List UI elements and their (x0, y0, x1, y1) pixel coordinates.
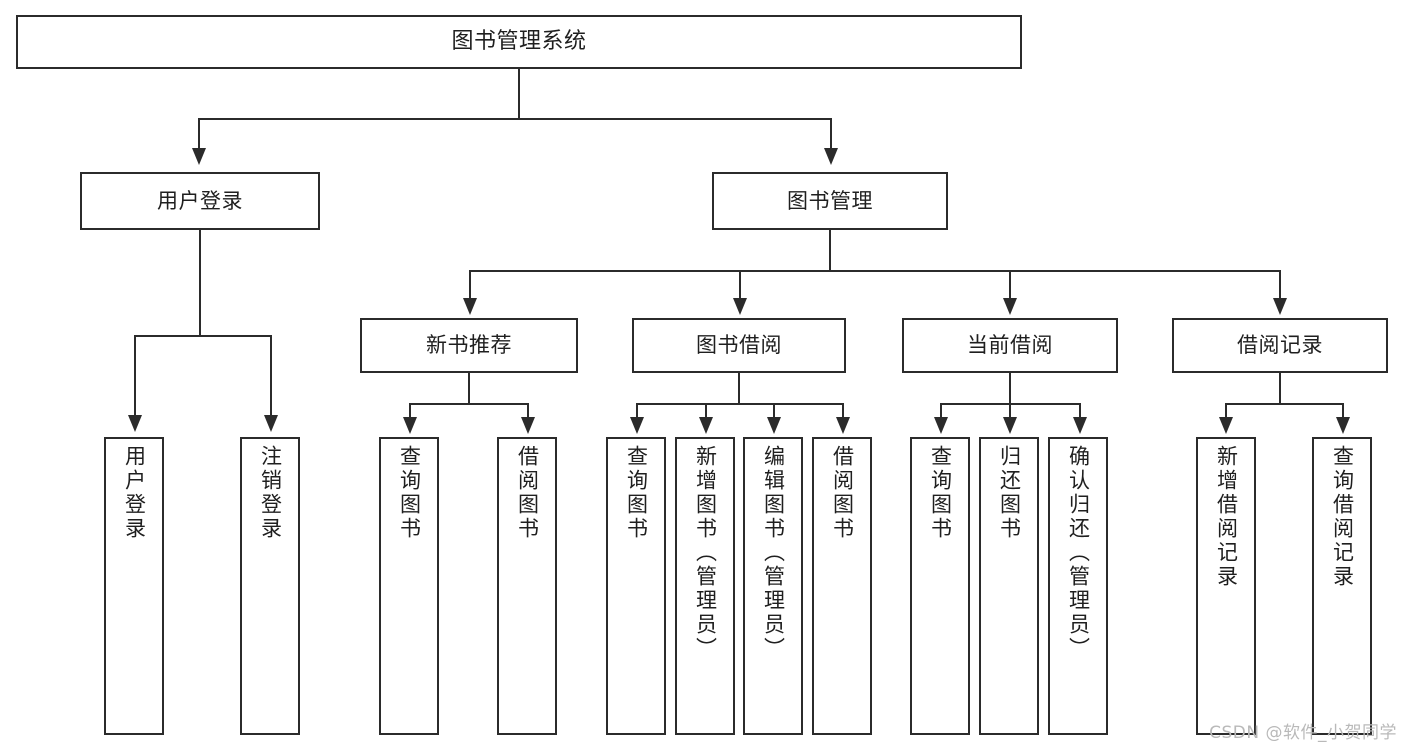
arrow-user-login-to-leaf-1 (128, 415, 142, 432)
node-user-login[interactable]: 用户登录 (80, 172, 320, 230)
arrow-bm-to-book-borrow (733, 298, 747, 315)
node-label: 新书推荐 (426, 333, 512, 358)
connector-user-login-to-leaf-2 (270, 335, 272, 417)
connector-bm-to-new-book (469, 270, 471, 300)
connector-borrow-record-to-leaf-1 (1225, 403, 1227, 419)
connector-root-bus (198, 118, 832, 120)
leaf-label: 新增借阅记录 (1214, 445, 1239, 589)
node-book-borrow[interactable]: 图书借阅 (632, 318, 846, 373)
arrow-root-to-book-management (824, 148, 838, 165)
connector-new-book-to-leaf-1 (409, 403, 411, 419)
arrow-current-borrow-to-leaf-2 (1003, 417, 1017, 434)
connector-current-borrow-stem (1009, 373, 1011, 404)
leaf-borrow-record-query-record[interactable]: 查询借阅记录 (1312, 437, 1372, 735)
leaf-label: 查询图书 (624, 445, 649, 541)
arrow-new-book-to-leaf-1 (403, 417, 417, 434)
arrow-current-borrow-to-leaf-3 (1073, 417, 1087, 434)
leaf-book-borrow-add-book-admin[interactable]: 新增图书（管理员） (675, 437, 735, 735)
arrow-bm-to-current-borrow (1003, 298, 1017, 315)
node-current-borrow[interactable]: 当前借阅 (902, 318, 1118, 373)
arrow-bm-to-new-book (463, 298, 477, 315)
leaf-label: 查询图书 (397, 445, 422, 541)
leaf-current-borrow-return-book[interactable]: 归还图书 (979, 437, 1039, 735)
node-label: 图书管理系统 (451, 29, 587, 55)
leaf-book-borrow-edit-book-admin[interactable]: 编辑图书（管理员） (743, 437, 803, 735)
connector-root-to-user-login (198, 118, 200, 150)
connector-book-management-bus (469, 270, 1281, 272)
arrow-borrow-record-to-leaf-1 (1219, 417, 1233, 434)
node-book-management[interactable]: 图书管理 (712, 172, 948, 230)
leaf-label: 注销登录 (258, 445, 283, 541)
connector-current-borrow-to-leaf-2 (1009, 403, 1011, 419)
connector-book-borrow-to-leaf-2 (705, 403, 707, 419)
connector-bm-to-current-borrow (1009, 270, 1011, 300)
leaf-label: 借阅图书 (515, 445, 540, 541)
arrow-book-borrow-to-leaf-1 (630, 417, 644, 434)
connector-borrow-record-bus (1225, 403, 1343, 405)
connector-user-login-to-leaf-1 (134, 335, 136, 417)
leaf-current-borrow-confirm-return-admin[interactable]: 确认归还（管理员） (1048, 437, 1108, 735)
leaf-borrow-record-add-record[interactable]: 新增借阅记录 (1196, 437, 1256, 735)
leaf-book-borrow-borrow-book[interactable]: 借阅图书 (812, 437, 872, 735)
leaf-label: 确认归还（管理员） (1066, 445, 1091, 661)
leaf-label: 查询图书 (928, 445, 953, 541)
connector-bm-to-borrow-record (1279, 270, 1281, 300)
connector-book-management-stem (829, 230, 831, 271)
connector-root-to-book-management (830, 118, 832, 150)
connector-book-borrow-to-leaf-4 (842, 403, 844, 419)
leaf-label: 用户登录 (122, 445, 147, 541)
connector-book-borrow-to-leaf-3 (773, 403, 775, 419)
node-borrow-record[interactable]: 借阅记录 (1172, 318, 1388, 373)
connector-new-book-to-leaf-2 (527, 403, 529, 419)
connector-new-book-stem (468, 373, 470, 404)
leaf-user-login-logout[interactable]: 注销登录 (240, 437, 300, 735)
leaf-user-login-login[interactable]: 用户登录 (104, 437, 164, 735)
leaf-new-book-borrow-book[interactable]: 借阅图书 (497, 437, 557, 735)
arrow-borrow-record-to-leaf-2 (1336, 417, 1350, 434)
leaf-label: 归还图书 (997, 445, 1022, 541)
node-label: 当前借阅 (967, 333, 1053, 358)
arrow-current-borrow-to-leaf-1 (934, 417, 948, 434)
connector-current-borrow-to-leaf-1 (940, 403, 942, 419)
node-root-book-management-system[interactable]: 图书管理系统 (16, 15, 1022, 69)
connector-user-login-stem (199, 230, 201, 336)
arrow-user-login-to-leaf-2 (264, 415, 278, 432)
arrow-book-borrow-to-leaf-3 (767, 417, 781, 434)
node-label: 图书管理 (787, 188, 873, 213)
arrow-book-borrow-to-leaf-2 (699, 417, 713, 434)
arrow-book-borrow-to-leaf-4 (836, 417, 850, 434)
node-label: 图书借阅 (696, 333, 782, 358)
leaf-label: 借阅图书 (830, 445, 855, 541)
connector-borrow-record-stem (1279, 373, 1281, 404)
connector-bm-to-book-borrow (739, 270, 741, 300)
connector-book-borrow-to-leaf-1 (636, 403, 638, 419)
leaf-label: 新增图书（管理员） (693, 445, 718, 661)
csdn-watermark: CSDN @软件_小贺同学 (1209, 723, 1397, 743)
connector-new-book-bus (409, 403, 528, 405)
connector-current-borrow-to-leaf-3 (1079, 403, 1081, 419)
node-label: 借阅记录 (1237, 333, 1323, 358)
node-label: 用户登录 (157, 188, 243, 213)
arrow-root-to-user-login (192, 148, 206, 165)
leaf-new-book-query-book[interactable]: 查询图书 (379, 437, 439, 735)
connector-book-borrow-bus (636, 403, 842, 405)
connector-book-borrow-stem (738, 373, 740, 404)
connector-root-stem (518, 69, 520, 119)
leaf-current-borrow-query-book[interactable]: 查询图书 (910, 437, 970, 735)
leaf-label: 查询借阅记录 (1330, 445, 1355, 589)
connector-borrow-record-to-leaf-2 (1342, 403, 1344, 419)
node-new-book-recommend[interactable]: 新书推荐 (360, 318, 578, 373)
connector-user-login-bus (134, 335, 270, 337)
arrow-bm-to-borrow-record (1273, 298, 1287, 315)
leaf-label: 编辑图书（管理员） (761, 445, 786, 661)
arrow-new-book-to-leaf-2 (521, 417, 535, 434)
leaf-book-borrow-query-book[interactable]: 查询图书 (606, 437, 666, 735)
